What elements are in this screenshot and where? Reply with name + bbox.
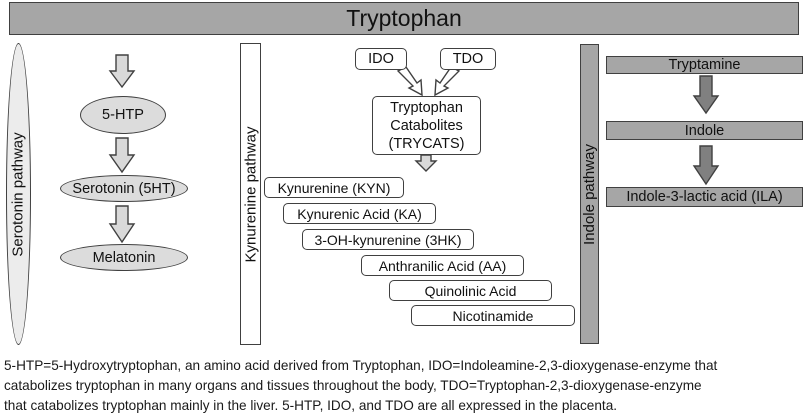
node-3hk: 3-OH-kynurenine (3HK) bbox=[302, 229, 474, 250]
node-indole-label: Indole bbox=[684, 122, 725, 139]
node-anthranilic-acid-label: Anthranilic Acid (AA) bbox=[378, 257, 507, 274]
node-kynurenine: Kynurenine (KYN) bbox=[264, 177, 404, 198]
node-nicotinamide-label: Nicotinamide bbox=[452, 307, 534, 324]
caption-line-3: that catabolizes tryptophan mainly in th… bbox=[4, 398, 618, 413]
diagram-title: Tryptophan bbox=[346, 5, 462, 31]
kynurenine-pathway-label: Kynurenine pathway bbox=[240, 43, 261, 345]
node-kynurenic-acid: Kynurenic Acid (KA) bbox=[283, 203, 436, 224]
node-serotonin-label: Serotonin (5HT) bbox=[72, 180, 176, 197]
arrow-to-5htp bbox=[108, 54, 136, 89]
node-5htp-label: 5-HTP bbox=[102, 107, 144, 123]
node-kynurenic-acid-label: Kynurenic Acid (KA) bbox=[297, 205, 422, 222]
node-serotonin: Serotonin (5HT) bbox=[60, 175, 188, 202]
node-indole: Indole bbox=[606, 121, 803, 140]
arrow-to-serotonin bbox=[108, 137, 136, 174]
node-melatonin: Melatonin bbox=[60, 244, 188, 271]
node-tryptamine: Tryptamine bbox=[606, 56, 803, 74]
node-kynurenine-label: Kynurenine (KYN) bbox=[277, 179, 391, 196]
node-tryptamine-label: Tryptamine bbox=[668, 57, 741, 73]
node-tdo: TDO bbox=[440, 48, 496, 70]
arrow-ido-to-trycats bbox=[396, 66, 423, 97]
caption-line-1: 5-HTP=5-Hydroxytryptophan, an amino acid… bbox=[4, 358, 718, 373]
node-3hk-label: 3-OH-kynurenine (3HK) bbox=[314, 231, 462, 248]
node-ila: Indole-3-lactic acid (ILA) bbox=[606, 187, 803, 207]
node-ido-label: IDO bbox=[368, 51, 394, 67]
arrow-to-ila bbox=[692, 145, 720, 186]
node-trycats-line-2: Catabolites bbox=[390, 117, 463, 134]
arrow-to-indole bbox=[692, 75, 720, 115]
caption-line-2: catabolizes tryptophan in many organs an… bbox=[4, 378, 702, 393]
node-trycats: Tryptophan Catabolites (TRYCATS) bbox=[372, 96, 481, 155]
arrow-from-trycats bbox=[414, 154, 438, 172]
node-ido: IDO bbox=[355, 48, 407, 70]
node-nicotinamide: Nicotinamide bbox=[411, 305, 575, 326]
node-melatonin-label: Melatonin bbox=[92, 249, 156, 266]
node-trycats-line-3: (TRYCATS) bbox=[388, 135, 465, 152]
figure-caption: 5-HTP=5-Hydroxytryptophan, an amino acid… bbox=[4, 356, 804, 416]
node-5htp: 5-HTP bbox=[80, 96, 166, 134]
node-tdo-label: TDO bbox=[452, 51, 484, 67]
node-quinolinic-acid: Quinolinic Acid bbox=[389, 280, 552, 301]
indole-pathway-label: Indole pathway bbox=[580, 44, 599, 344]
arrow-to-melatonin bbox=[108, 205, 136, 244]
node-ila-label: Indole-3-lactic acid (ILA) bbox=[626, 189, 783, 205]
node-trycats-line-1: Tryptophan bbox=[390, 99, 463, 116]
arrow-tdo-to-trycats bbox=[434, 66, 461, 97]
serotonin-pathway-label: Serotonin pathway bbox=[6, 43, 31, 345]
node-quinolinic-acid-label: Quinolinic Acid bbox=[424, 282, 517, 299]
node-anthranilic-acid: Anthranilic Acid (AA) bbox=[361, 255, 524, 276]
title-bar: Tryptophan bbox=[9, 2, 799, 35]
